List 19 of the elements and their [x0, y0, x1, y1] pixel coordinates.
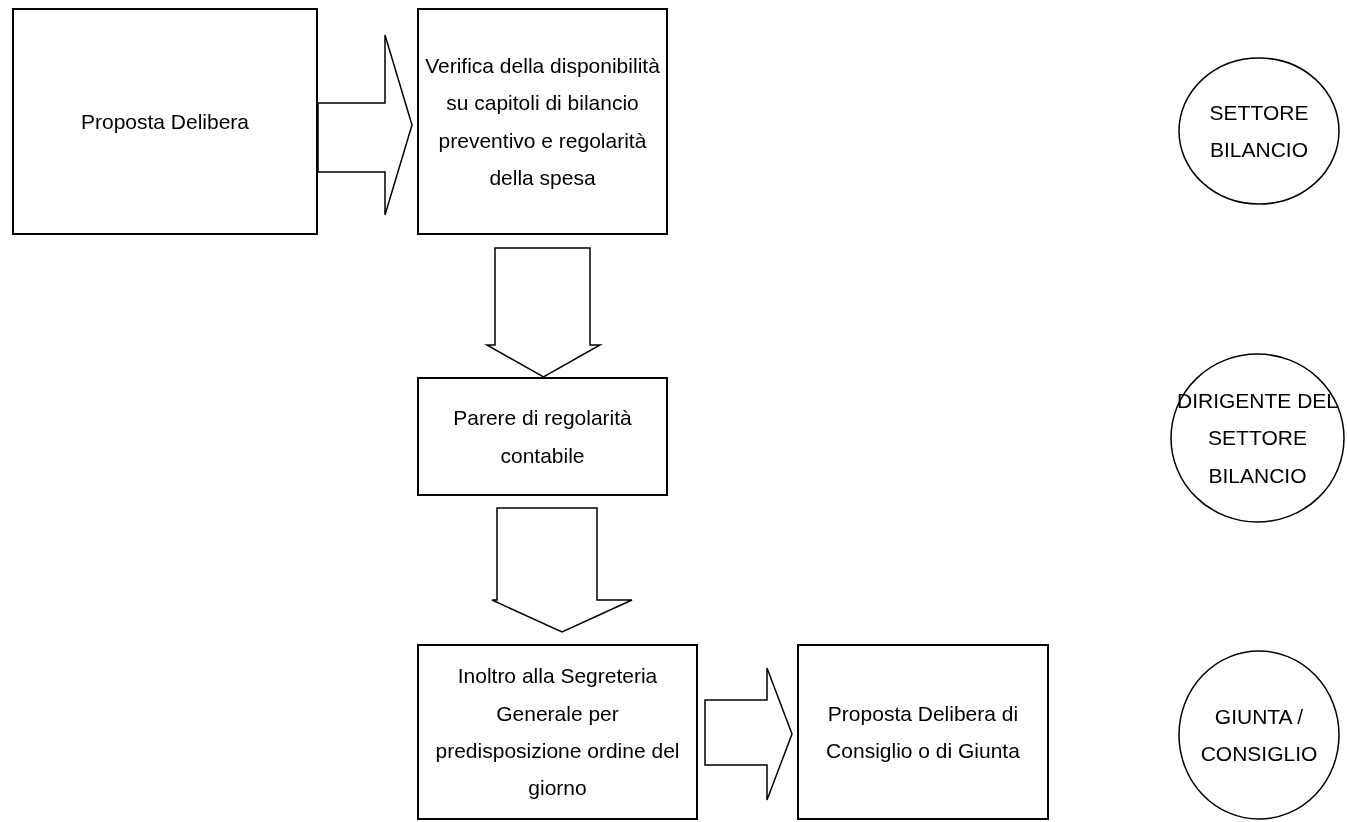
process-box: [797, 644, 1049, 820]
process-box: [417, 377, 668, 496]
node-text: Proposta Delibera di Consiglio o di Giunta: [825, 700, 1021, 764]
node-text: GIUNTA / CONSIGLIO: [1199, 703, 1319, 767]
node-text: Parere di regolarità contabile: [452, 405, 633, 469]
ellipse-node: [1178, 57, 1340, 205]
ellipse-node: [1170, 353, 1345, 523]
node-text: Verifica della disponibilità su capitoli di bilancio preventivo e regolarità della spesa: [424, 52, 661, 191]
block-arrow: [484, 247, 603, 378]
ellipse-node: [1178, 650, 1340, 820]
process-box: [417, 8, 668, 235]
node-text: Proposta Delibera: [79, 108, 251, 135]
block-arrow: [704, 667, 793, 801]
block-arrow: [317, 34, 413, 216]
node-text: SETTORE BILANCIO: [1208, 99, 1310, 163]
process-box: [12, 8, 318, 235]
node-text: Inoltro alla Segreteria Generale per predisposizione ordine del giorno: [434, 663, 681, 802]
block-arrow: [491, 507, 633, 633]
process-box: [417, 644, 698, 820]
